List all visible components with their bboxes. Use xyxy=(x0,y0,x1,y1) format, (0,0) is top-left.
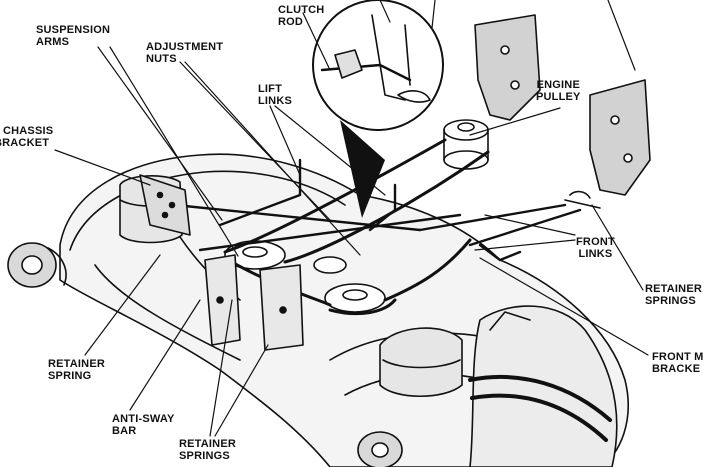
label-retainer-springs-bottom: RETAINER SPRINGS xyxy=(179,438,236,462)
chassis-bracket-upper xyxy=(474,14,541,121)
label-clutch-rod: CLUTCH ROD xyxy=(278,4,324,28)
gauge-wheel-left xyxy=(7,242,67,288)
label-chassis-bracket-line1: CHASSIS xyxy=(3,125,54,137)
label-retainer-spring-line1: RETAINER xyxy=(48,358,106,370)
chassis-bracket-lower xyxy=(564,79,651,209)
leader-lines xyxy=(54,0,649,437)
label-lift-links: LIFT LINKS xyxy=(258,83,292,107)
label-clutch-rod-line2: ROD xyxy=(278,16,304,28)
label-retainer-spring-line2: SPRING xyxy=(48,370,92,382)
label-retainer-spring: RETAINER SPRING xyxy=(48,358,105,382)
deck-bracket-post xyxy=(204,254,304,351)
label-front-links-line2: LINKS xyxy=(578,248,613,260)
label-anti-sway-bar-line2: BAR xyxy=(112,425,137,437)
chassis-bracket-left xyxy=(139,174,191,236)
label-engine-pulley: ENGINE PULLEY xyxy=(536,79,581,103)
label-engine-pulley-line2: PULLEY xyxy=(536,91,581,103)
suspension-arms xyxy=(173,158,462,252)
clutch-rod-magnifier xyxy=(312,0,444,218)
label-adjustment-nuts-line1: ADJUSTMENT xyxy=(146,41,224,53)
label-suspension-arms: SUSPENSION ARMS xyxy=(36,24,110,48)
gauge-wheel-bottom xyxy=(357,431,403,467)
label-front-mount-bracket-line2: BRACKE xyxy=(652,363,701,375)
label-adjustment-nuts-line2: NUTS xyxy=(146,53,177,65)
deck-pulley-left xyxy=(224,240,286,270)
label-retainer-springs-right-line1: RETAINER xyxy=(645,283,703,295)
label-lift-links-line2: LINKS xyxy=(258,95,292,107)
label-retainer-springs-right: RETAINER SPRINGS xyxy=(645,283,702,307)
label-suspension-arms-line1: SUSPENSION xyxy=(36,24,111,36)
label-anti-sway-bar: ANTI-SWAY BAR xyxy=(112,413,175,437)
label-retainer-springs-bottom-line1: RETAINER xyxy=(179,438,237,450)
label-front-mount-bracket: FRONT M BRACKE xyxy=(652,351,703,375)
label-chassis-bracket: CHASSIS BRACKET xyxy=(0,125,53,149)
label-chassis-bracket-line2: BRACKET xyxy=(0,137,50,149)
label-front-mount-bracket-line1: FRONT M xyxy=(652,351,703,363)
label-anti-sway-bar-line1: ANTI-SWAY xyxy=(112,413,175,425)
label-retainer-springs-right-line2: SPRINGS xyxy=(645,295,696,307)
label-retainer-springs-bottom-line2: SPRINGS xyxy=(179,450,230,462)
label-clutch-rod-line1: CLUTCH xyxy=(278,4,325,16)
idler-pulley xyxy=(313,256,347,274)
engine-pulley xyxy=(443,119,489,170)
front-links-rod xyxy=(418,203,582,262)
label-front-links: FRONT LINKS xyxy=(576,236,615,260)
label-front-links-line1: FRONT xyxy=(576,236,615,248)
label-lift-links-line1: LIFT xyxy=(258,83,283,95)
label-engine-pulley-line1: ENGINE xyxy=(536,79,580,91)
label-adjustment-nuts: ADJUSTMENT NUTS xyxy=(146,41,223,65)
tractor-front xyxy=(468,305,618,467)
deck-pulley-center xyxy=(324,283,386,313)
label-suspension-arms-line2: ARMS xyxy=(36,36,70,48)
